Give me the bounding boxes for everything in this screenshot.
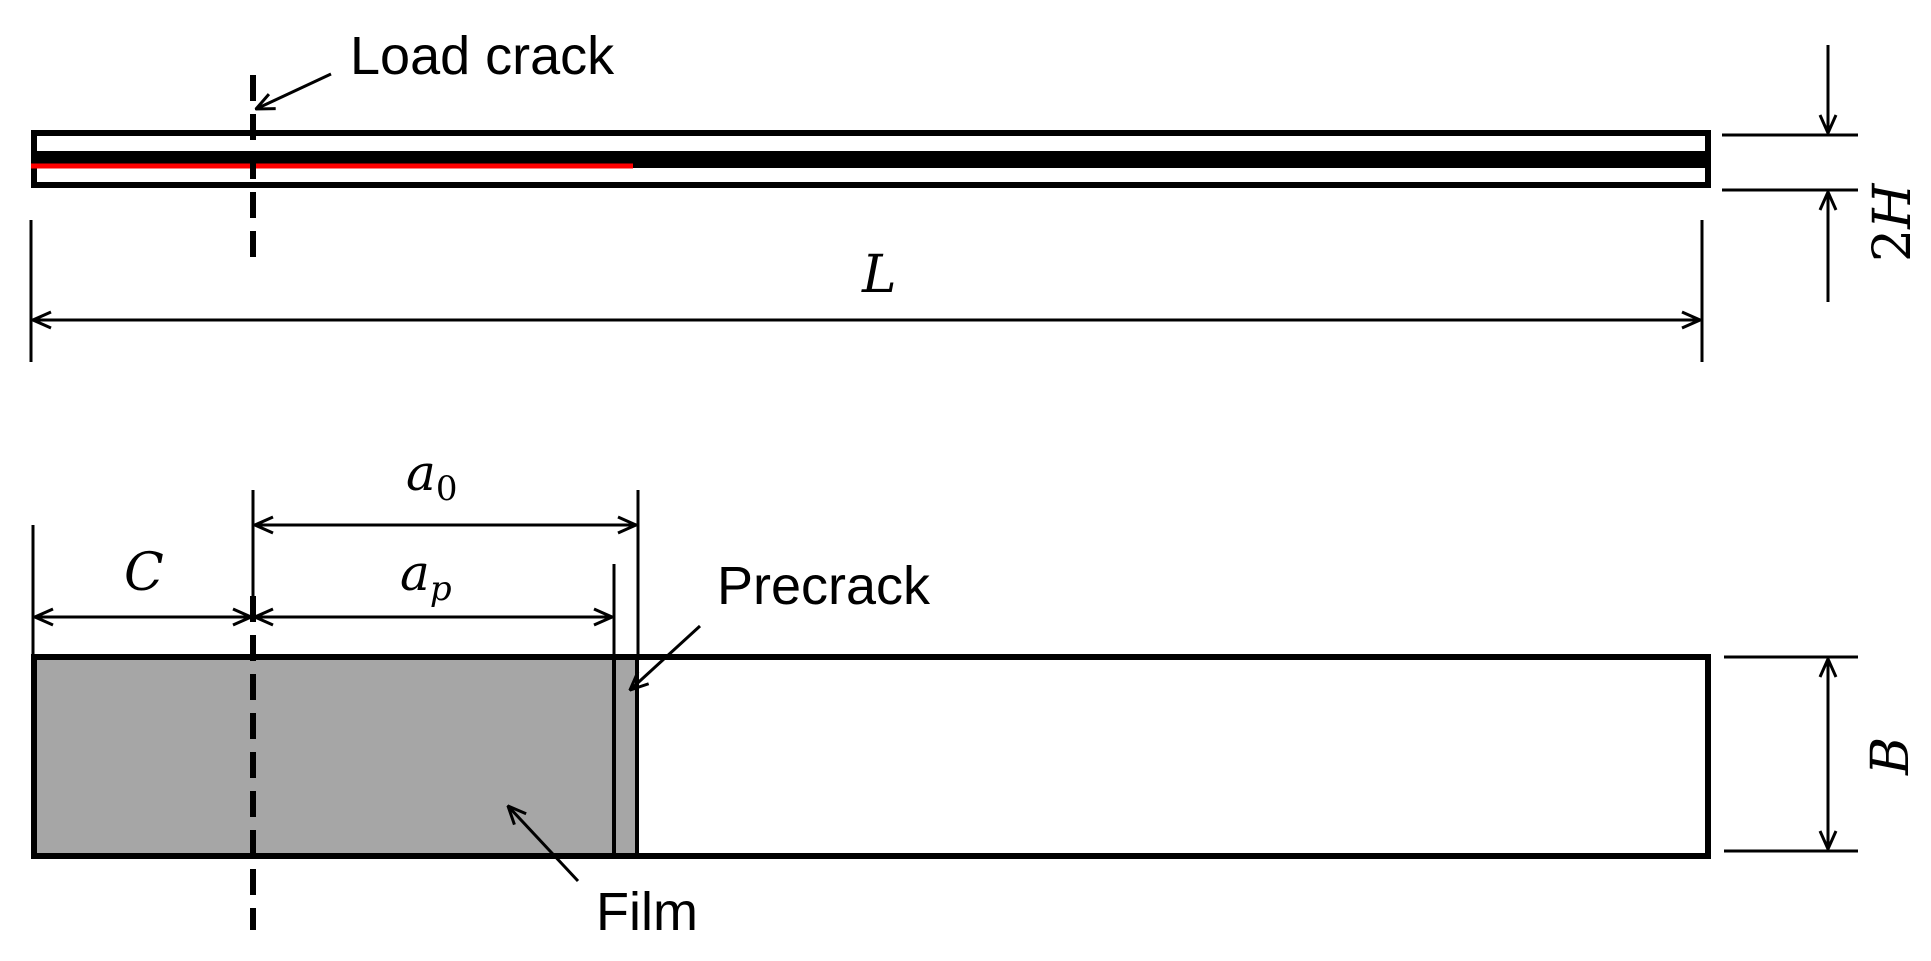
film-label: Film xyxy=(596,882,698,942)
length-label: L xyxy=(861,245,897,305)
top-view: a0 C ap Precrack Film B xyxy=(31,444,1921,942)
beam-top-outline xyxy=(31,654,1711,859)
width-label: B xyxy=(1861,737,1921,776)
ap-label: ap xyxy=(400,544,452,609)
film-region xyxy=(34,657,637,856)
side-view: Load crack L 2H xyxy=(29,26,1923,362)
thickness-label: 2H xyxy=(1863,182,1923,262)
load-crack-leader xyxy=(256,72,332,109)
precrack-leader xyxy=(630,624,702,690)
a0-label: a0 xyxy=(406,444,457,509)
precrack-label: Precrack xyxy=(717,556,931,616)
c-label: C xyxy=(124,543,164,603)
film-leader xyxy=(508,806,580,883)
load-crack-label: Load crack xyxy=(350,26,615,86)
